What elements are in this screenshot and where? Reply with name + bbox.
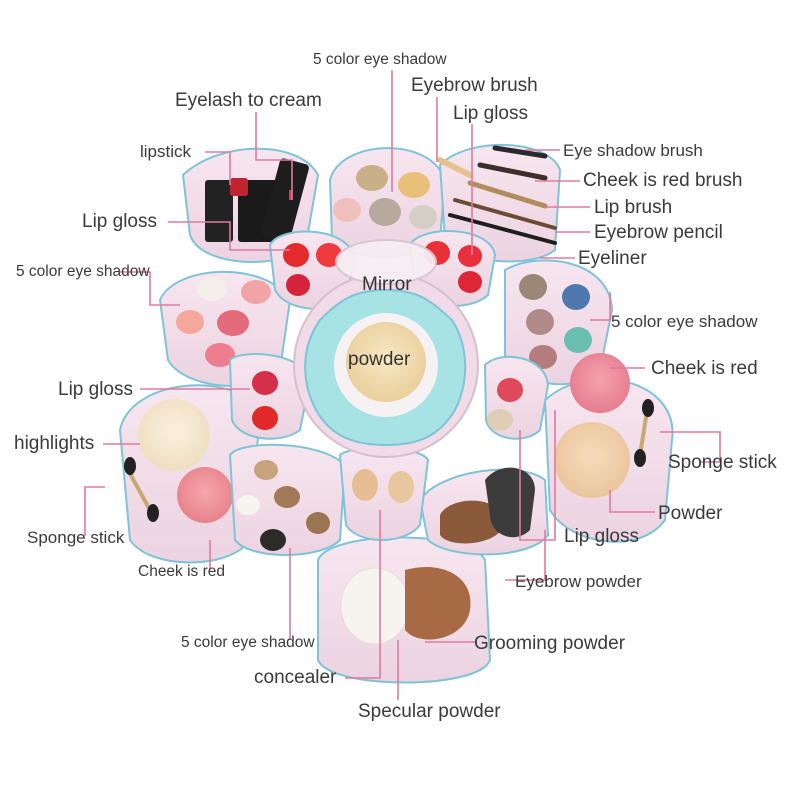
label-eyebrow-brush: Eyebrow brush [411, 75, 538, 96]
powder-center-label: powder [348, 349, 411, 370]
label-concealer: concealer [254, 667, 337, 688]
leader-lines [84, 70, 721, 700]
label-lip-gloss-bottom-right: Lip gloss [564, 526, 639, 547]
middle-eyeshadow-pans [352, 469, 414, 503]
highlight-blush-pans [124, 399, 233, 523]
label-5-color-eye-shadow-left: 5 color eye shadow [16, 263, 150, 280]
label-grooming-powder: Grooming powder [474, 633, 626, 654]
label-specular-powder: Specular powder [358, 701, 501, 722]
lower-eyeshadow-pans [236, 460, 330, 551]
label-5-color-eye-shadow-top: 5 color eye shadow [313, 51, 447, 68]
left-eyeshadow-pans [176, 277, 271, 367]
label-sponge-stick-right: Sponge stick [668, 452, 777, 473]
label-highlights: highlights [14, 433, 95, 454]
center-hub [293, 239, 479, 458]
label-lip-gloss-left-upper: Lip gloss [82, 211, 157, 232]
label-cheek-is-red-right: Cheek is red [651, 358, 758, 379]
label-cheek-is-red-brush: Cheek is red brush [583, 170, 743, 191]
top-eyeshadow-pans [333, 165, 437, 229]
label-cheek-is-red-left: Cheek is red [138, 563, 226, 580]
right-eyeshadow-pans [519, 274, 592, 369]
label-lip-brush: Lip brush [594, 197, 673, 218]
label-lip-gloss-left-middle: Lip gloss [58, 379, 133, 400]
contour-pans [340, 566, 471, 645]
label-lip-gloss-top: Lip gloss [453, 103, 528, 124]
label-5-color-eye-shadow-bottom: 5 color eye shadow [181, 634, 315, 651]
label-5-color-eye-shadow-right: 5 color eye shadow [611, 312, 758, 331]
label-eye-shadow-brush: Eye shadow brush [563, 141, 703, 160]
label-eyeliner: Eyeliner [578, 248, 647, 269]
mirror-label: Mirror [362, 274, 412, 295]
lipstick-set [205, 158, 309, 242]
label-powder-right: Powder [658, 503, 723, 524]
eyebrow-powder-pans [440, 467, 535, 544]
label-lipstick: lipstick [140, 142, 192, 161]
label-eyelash-to-cream: Eyelash to cream [175, 90, 322, 111]
label-sponge-stick-left: Sponge stick [27, 528, 125, 547]
label-eyebrow-powder: Eyebrow powder [515, 572, 642, 591]
label-eyebrow-pencil: Eyebrow pencil [594, 222, 723, 243]
